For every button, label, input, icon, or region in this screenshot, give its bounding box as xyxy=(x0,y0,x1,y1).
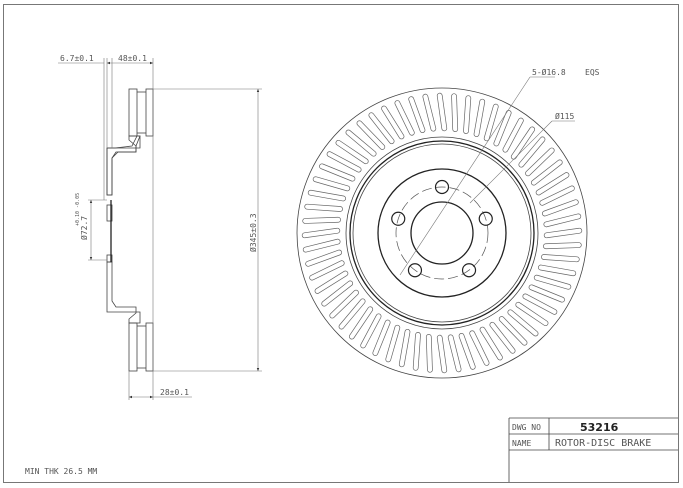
cooling-vane xyxy=(302,216,342,224)
cooling-vane xyxy=(348,306,374,340)
cooling-vane xyxy=(368,112,395,145)
cooling-vane xyxy=(319,163,356,182)
cooling-vane xyxy=(394,100,415,136)
dim-thickness-label: 28±0.1 xyxy=(160,388,189,397)
cooling-vane xyxy=(510,126,536,160)
cooling-vane xyxy=(479,326,503,361)
cooling-vane xyxy=(321,280,354,307)
dim-bore-tolerance: +0.10 -0.05 xyxy=(75,193,81,226)
cooling-vane xyxy=(385,324,401,363)
hat-face xyxy=(377,168,507,298)
cooling-vane xyxy=(345,129,377,157)
bolt-hole xyxy=(434,179,450,195)
cooling-vane xyxy=(537,264,577,277)
cooling-vane xyxy=(542,242,582,250)
cooling-vane xyxy=(360,313,382,349)
cooling-vane xyxy=(542,199,579,217)
cooling-vane xyxy=(335,139,369,165)
min-thickness-note: MIN THK 26.5 MM xyxy=(25,467,97,476)
cooling-vane xyxy=(473,98,486,138)
rotor-ring-top-inner xyxy=(128,88,138,137)
cooling-vanes xyxy=(301,92,583,374)
cooling-vane xyxy=(533,274,572,290)
cooling-vane xyxy=(515,301,549,327)
cooling-vane xyxy=(329,289,359,319)
cooling-vane xyxy=(469,330,490,366)
cooling-vane xyxy=(539,185,575,206)
cooling-vane xyxy=(528,284,565,303)
bolt-hole xyxy=(391,211,406,226)
outer-edge xyxy=(296,87,588,379)
cooling-vane xyxy=(412,332,421,371)
bolt-circle xyxy=(395,186,489,280)
rotor-ring-bottom-outer xyxy=(145,322,154,372)
dwg-no-label: DWG NO xyxy=(512,423,541,432)
center-bore xyxy=(410,201,474,265)
bolt-hole xyxy=(478,211,493,226)
cooling-vane xyxy=(425,333,433,373)
cooling-vane xyxy=(525,147,555,177)
dim-offset-label: 6.7±0.1 xyxy=(60,54,94,63)
cooling-vane xyxy=(408,96,426,133)
cooling-vane xyxy=(305,249,342,267)
dim-height-label: 48±0.1 xyxy=(118,54,147,63)
cooling-vane xyxy=(451,93,459,133)
cooling-vane xyxy=(381,105,405,140)
cooling-vane xyxy=(422,93,437,132)
cooling-vane xyxy=(338,298,366,330)
cooling-vane xyxy=(326,151,362,173)
cooling-vane xyxy=(436,334,448,374)
cooling-vane xyxy=(436,92,448,132)
name-value: ROTOR-DISC BRAKE xyxy=(555,438,651,449)
cooling-vane xyxy=(463,95,472,134)
eqs-label: EQS xyxy=(585,68,600,77)
cooling-vane xyxy=(312,176,351,192)
cooling-vane xyxy=(372,319,391,356)
name-label: NAME xyxy=(512,439,531,448)
cooling-vane xyxy=(309,260,345,281)
cooling-vane xyxy=(543,227,583,239)
cooling-vane xyxy=(356,120,386,150)
dim-bore-label: Ø72.7 xyxy=(79,216,89,240)
side-section-view: 6.7±0.1 48±0.1 Ø72.7 +0.10 -0.05 Ø345±0.… xyxy=(58,54,262,400)
bolt-holes-label: 5-Ø16.8 xyxy=(532,67,566,77)
cooling-vane xyxy=(541,254,580,263)
hat-bottom xyxy=(106,261,141,324)
cooling-vane xyxy=(530,159,563,186)
cooling-vane xyxy=(301,227,341,239)
cooling-vane xyxy=(507,309,539,337)
cooling-vane xyxy=(314,270,349,294)
sheet-border xyxy=(3,4,679,483)
cooling-vane xyxy=(483,103,499,142)
cooling-vane xyxy=(535,172,570,196)
cooling-vane xyxy=(304,203,343,212)
bolt-holes xyxy=(391,179,493,278)
title-block: DWG NO 53216 NAME ROTOR-DISC BRAKE xyxy=(508,417,678,482)
cooling-vane xyxy=(307,189,347,202)
cooling-vane xyxy=(302,238,341,253)
rotor-ring-bottom-inner xyxy=(128,322,138,372)
dwg-no-value: 53216 xyxy=(580,421,619,434)
rotor-ring-top-outer xyxy=(145,88,154,137)
cooling-vane xyxy=(398,328,411,368)
cooling-vane xyxy=(493,110,512,147)
cooling-vane xyxy=(498,316,528,346)
cooling-vane xyxy=(518,136,546,168)
dim-diameter-label: Ø345±0.3 xyxy=(248,213,258,252)
cooling-vane xyxy=(489,321,516,354)
bolt-hole xyxy=(407,263,423,278)
cooling-vane xyxy=(502,117,524,153)
bolt-circle-label: Ø115 xyxy=(555,111,574,121)
cooling-vane xyxy=(458,333,476,370)
front-view: 5-Ø16.8 EQS Ø115 xyxy=(296,67,600,379)
cooling-vane xyxy=(447,334,462,373)
bolt-hole xyxy=(461,263,477,278)
cooling-vane xyxy=(543,213,582,228)
cooling-vane xyxy=(522,293,558,315)
